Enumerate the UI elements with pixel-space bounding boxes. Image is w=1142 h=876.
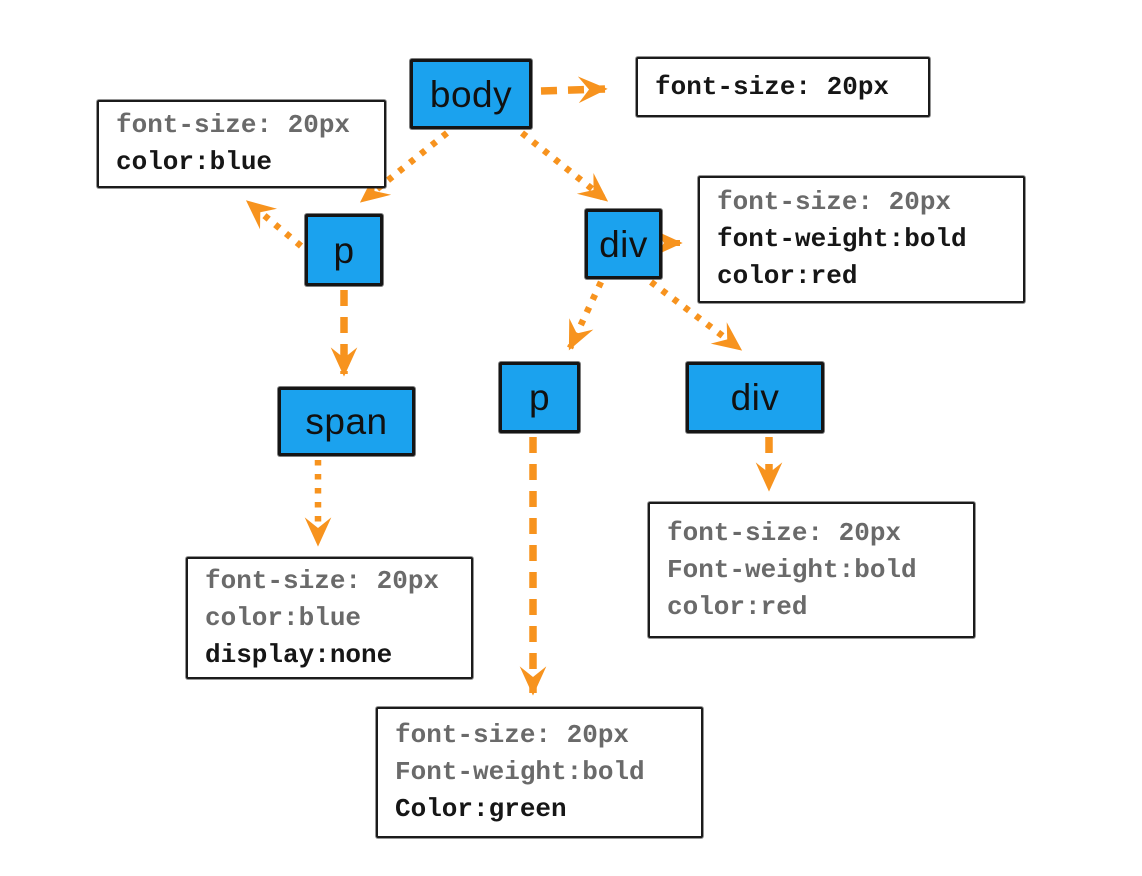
- rule-box-p: font-size: 20px color:blue: [97, 100, 386, 188]
- rule-box-div: font-size: 20px font-weight:bold color:r…: [698, 176, 1025, 303]
- css-rule-line: color:blue: [205, 602, 362, 633]
- rule-box-div2: font-size: 20px Font-weight:bold color:r…: [648, 502, 975, 638]
- css-rule-line: font-size: 20px: [116, 110, 351, 140]
- css-rule-line: color:red: [717, 261, 858, 291]
- css-rule-line: font-size: 20px: [395, 720, 630, 750]
- edge-div-to-div2: [649, 279, 743, 352]
- node-div2-label: div: [730, 377, 780, 418]
- node-span-label: span: [305, 401, 388, 442]
- rule-box-span: font-size: 20px color:blue display:none: [186, 557, 473, 679]
- css-rule-line: font-size: 20px: [717, 187, 952, 217]
- css-rule-line: font-size: 20px: [205, 565, 440, 596]
- node-body-label: body: [429, 73, 513, 115]
- css-rule-line: color:blue: [116, 147, 273, 177]
- edge-p-to-p-rules: [245, 199, 304, 249]
- css-rule-line: font-size: 20px: [655, 71, 890, 102]
- node-body: body: [410, 59, 532, 129]
- rule-box-body: font-size: 20px: [636, 57, 930, 117]
- node-span: span: [278, 387, 415, 456]
- css-rule-line: display:none: [205, 639, 393, 670]
- rule-box-p2: font-size: 20px Font-weight:bold Color:g…: [376, 707, 703, 838]
- css-rule-line: font-size: 20px: [667, 517, 902, 548]
- node-div: div: [585, 209, 662, 279]
- edge-div-to-p2: [567, 280, 604, 351]
- node-p2-label: p: [528, 377, 551, 418]
- edge-body-to-p: [359, 130, 450, 204]
- edge-body-to-body-rules: [540, 76, 608, 104]
- css-rule-line: font-weight:bold: [717, 224, 967, 254]
- node-p-label: p: [333, 229, 355, 271]
- css-rule-line: color:red: [667, 591, 808, 622]
- css-rule-line: Color:green: [395, 794, 567, 824]
- css-rule-line: Font-weight:bold: [667, 554, 917, 585]
- edge-body-to-div: [519, 130, 609, 203]
- node-p: p: [305, 214, 383, 286]
- node-div2: div: [686, 362, 824, 433]
- node-p2: p: [499, 362, 580, 433]
- css-rule-line: Font-weight:bold: [395, 757, 645, 787]
- node-div-label: div: [599, 223, 648, 265]
